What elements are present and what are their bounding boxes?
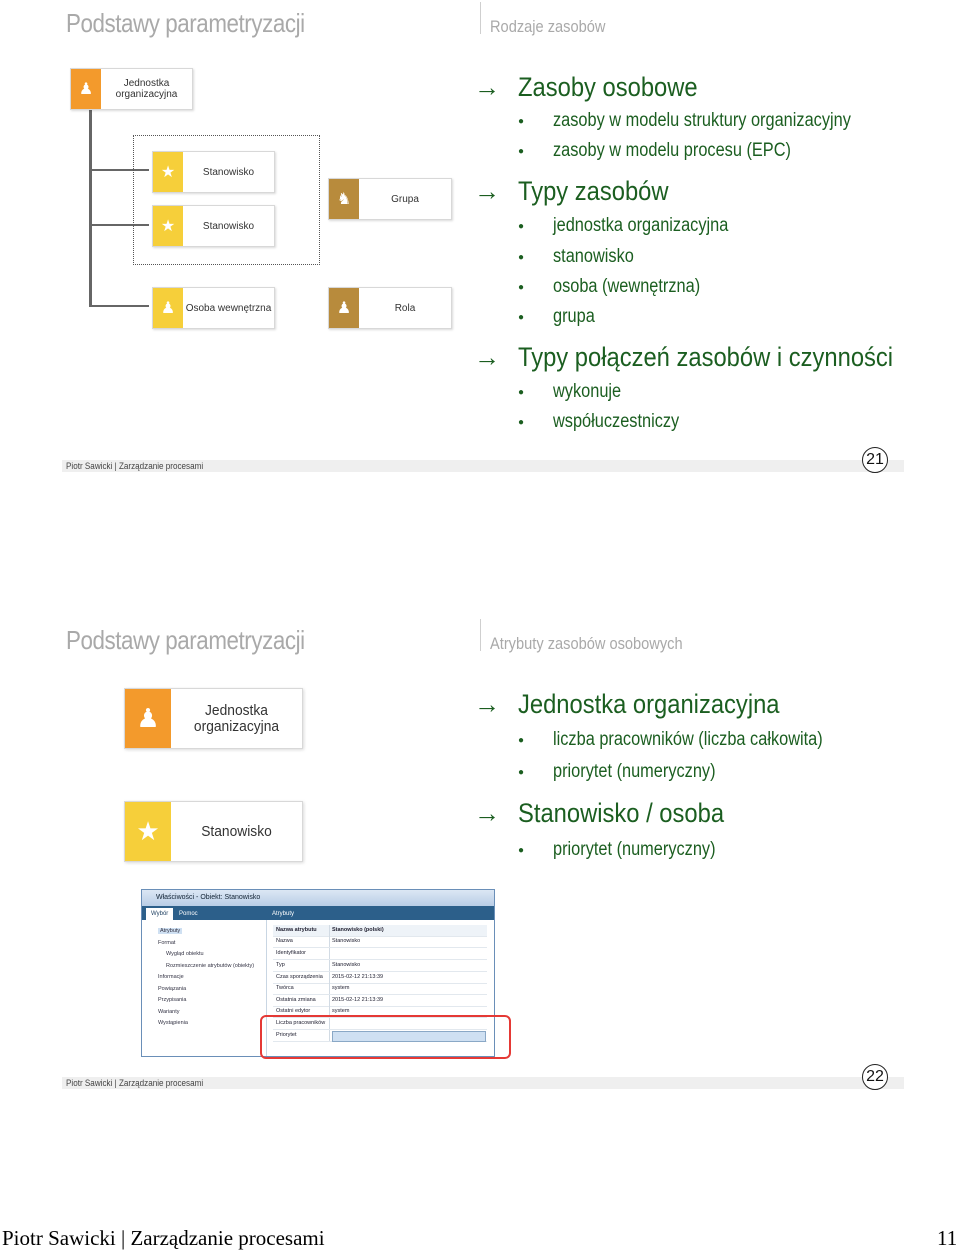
bullet-icon: ●	[518, 252, 525, 263]
tree-item[interactable]: Wystąpienia	[158, 1020, 188, 1026]
slide-21: Podstawy parametryzacji Rodzaje zasobów …	[0, 0, 960, 480]
slide-page-number: 22	[862, 1064, 888, 1090]
slide-title: Podstawy parametryzacji	[66, 8, 305, 38]
slide-footer: Piotr Sawicki | Zarządzanie procesami	[66, 461, 204, 471]
list-item: liczba pracowników (liczba całkowita)	[553, 729, 823, 750]
highlight-frame	[260, 1015, 511, 1059]
title-separator	[480, 619, 481, 651]
bullet-icon: ●	[518, 735, 525, 746]
list-item: priorytet (numeryczny)	[553, 761, 716, 782]
list-item: jednostka organizacyjna	[553, 215, 729, 236]
section-heading: Zasoby osobowe	[518, 72, 698, 102]
grid-header: Nazwa atrybutu Stanowisko (polski)	[273, 925, 487, 937]
dialog-title: Właściwości - Obiekt: Stanowisko	[142, 890, 494, 906]
list-item: stanowisko	[553, 246, 634, 267]
position-box: ★ Stanowisko	[152, 151, 275, 193]
tab-attributes[interactable]: Atrybuty	[272, 911, 295, 917]
slide-footer: Piotr Sawicki | Zarządzanie procesami	[66, 1078, 204, 1088]
bullet-icon: ●	[518, 312, 525, 323]
slide-footer-bar	[62, 1077, 904, 1089]
people-icon: ♟	[71, 69, 101, 109]
position-box: ★ Stanowisko	[124, 801, 303, 862]
list-item: zasoby w modelu procesu (EPC)	[553, 140, 791, 161]
arrow-icon: →	[474, 176, 500, 206]
list-item: grupa	[553, 306, 595, 327]
group-box: ♞ Grupa	[328, 178, 452, 220]
group-frame	[133, 135, 320, 265]
dialog-tree: Atrybuty Format Wygląd obiektu Rozmieszc…	[142, 920, 267, 1056]
table-row[interactable]: Identyfikator	[273, 948, 487, 960]
slide-subtitle: Rodzaje zasobów	[490, 17, 606, 36]
arrow-icon: →	[474, 342, 500, 372]
role-box: ♟ Rola	[328, 287, 452, 329]
tree-item[interactable]: Format	[158, 940, 176, 946]
bullet-icon: ●	[518, 146, 525, 157]
bullet-icon: ●	[518, 845, 525, 856]
arrow-icon: →	[474, 72, 500, 102]
slide-subtitle: Atrybuty zasobów osobowych	[490, 634, 683, 653]
list-item: osoba (wewnętrzna)	[553, 276, 701, 297]
connector-line	[89, 110, 92, 306]
connector-line	[89, 224, 149, 226]
bullet-icon: ●	[518, 767, 525, 778]
section-heading: Typy zasobów	[518, 176, 669, 206]
table-row[interactable]: Liczba pracowników	[273, 1018, 487, 1030]
slide-footer-bar	[62, 460, 904, 472]
properties-dialog: Właściwości - Obiekt: Stanowisko Wybór P…	[141, 889, 495, 1057]
person-icon: ♟	[153, 288, 183, 328]
bullet-icon: ●	[518, 116, 525, 127]
section-heading: Typy połączeń zasobów i czynności	[518, 342, 894, 372]
star-person-icon: ★	[125, 802, 171, 861]
arrow-icon: →	[474, 798, 500, 828]
page-footer: Piotr Sawicki | Zarządzanie procesami	[2, 1226, 325, 1250]
internal-person-box: ♟ Osoba wewnętrzna	[152, 287, 275, 329]
list-item: wykonuje	[553, 381, 622, 402]
page-number: 11	[937, 1226, 958, 1250]
tree-item[interactable]: Atrybuty	[158, 928, 183, 934]
tree-item[interactable]: Wygląd obiektu	[166, 951, 204, 957]
group-icon: ♞	[329, 179, 359, 219]
star-person-icon: ★	[153, 152, 183, 192]
bullet-icon: ●	[518, 221, 525, 232]
bullet-icon: ●	[518, 387, 525, 398]
title-separator	[480, 2, 481, 34]
tab-select[interactable]: Wybór	[146, 908, 174, 920]
slide-22: Podstawy parametryzacji Atrybuty zasobów…	[0, 617, 960, 1097]
people-icon: ♟	[125, 689, 171, 748]
org-unit-box: ♟ Jednostka organizacyjna	[124, 688, 303, 749]
tree-item[interactable]: Informacje	[158, 974, 184, 980]
slide-title: Podstawy parametryzacji	[66, 625, 305, 655]
section-heading: Jednostka organizacyjna	[518, 689, 780, 719]
tree-item[interactable]: Powiązania	[158, 986, 187, 992]
tree-item[interactable]: Przypisania	[158, 997, 187, 1003]
tab-help[interactable]: Pomoc	[179, 911, 198, 917]
list-item: zasoby w modelu struktury organizacyjny	[553, 110, 851, 131]
dialog-tabs: Wybór Pomoc Atrybuty	[142, 906, 494, 920]
bullet-icon: ●	[518, 417, 525, 428]
bullet-icon: ●	[518, 282, 525, 293]
list-item: priorytet (numeryczny)	[553, 839, 716, 860]
arrow-icon: →	[474, 689, 500, 719]
tree-item[interactable]: Rozmieszczenie atrybutów (obiekty)	[166, 963, 255, 969]
list-item: współuczestniczy	[553, 411, 680, 432]
slide-page-number: 21	[862, 447, 888, 473]
position-box: ★ Stanowisko	[152, 205, 275, 247]
table-row[interactable]: Priorytet	[273, 1030, 487, 1042]
connector-line	[89, 169, 149, 171]
connector-line	[89, 305, 149, 307]
org-unit-box: ♟ Jednostka organizacyjna	[70, 68, 193, 110]
tree-item[interactable]: Warianty	[158, 1009, 180, 1015]
star-person-icon: ★	[153, 206, 183, 246]
person-icon: ♟	[329, 288, 359, 328]
section-heading: Stanowisko / osoba	[518, 798, 725, 828]
